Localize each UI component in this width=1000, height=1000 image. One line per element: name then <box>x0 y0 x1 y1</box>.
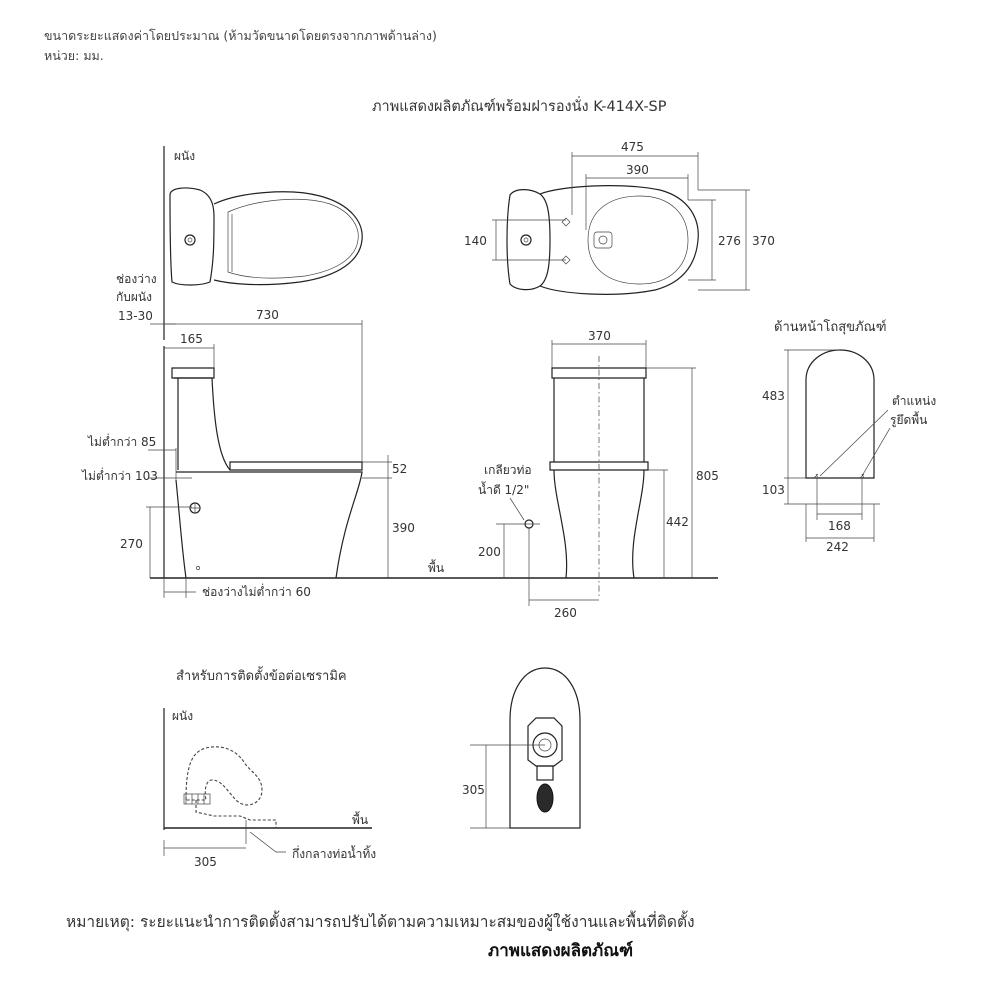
product-caption: ภาพแสดงผลิตภัณฑ์ <box>488 941 634 961</box>
wall-gap-value: 13-30 <box>118 309 153 323</box>
flush-button-icon <box>184 234 196 246</box>
dim-260: 260 <box>554 606 577 620</box>
floor-label: พื้น <box>428 559 444 575</box>
dim-276: 276 <box>718 234 741 248</box>
dim-370: 370 <box>752 234 775 248</box>
plan-bowl-inner <box>587 195 689 285</box>
dim-390: 390 <box>626 163 649 177</box>
dim-200: 200 <box>478 545 501 559</box>
plan-flush-button-icon <box>520 234 532 246</box>
dim-165: 165 <box>180 332 203 346</box>
header-line-unit: หน่วย: มม. <box>44 48 104 63</box>
installation-note: หมายเหตุ: ระยะแนะนำการติดตั้งสามารถปรับไ… <box>66 913 695 931</box>
dim-140: 140 <box>464 234 487 248</box>
bottom-outlet-plate <box>527 717 563 767</box>
dim-442: 442 <box>666 515 689 529</box>
ceramic-wall-label: ผนัง <box>172 709 193 723</box>
dim-305-bottom: 305 <box>462 783 485 797</box>
wall-gap-label-1: ช่องว่าง <box>116 272 157 286</box>
front-tank-lid <box>551 367 647 379</box>
neck <box>536 765 554 781</box>
plan-bowl-outer <box>539 185 699 295</box>
front-view: 370 เกลียวท่อ น้ำดี 1/2" 200 805 442 260 <box>478 329 719 620</box>
dim-103-base: 103 <box>762 483 785 497</box>
fix-label-1: ตำแหน่ง <box>892 394 936 408</box>
dim-730: 730 <box>256 308 279 322</box>
header-note: ขนาดระยะแสดงค่าโดยประมาณ (ห้ามวัดขนาดโดย… <box>44 26 437 66</box>
base-outline <box>805 349 875 479</box>
dim-305-ceramic: 305 <box>194 855 217 869</box>
bowl-back <box>175 479 187 579</box>
ceramic-connector <box>183 793 211 805</box>
dim-270: 270 <box>120 537 143 551</box>
thread-label-2: น้ำดี 1/2" <box>478 481 529 497</box>
tank-outline <box>169 187 215 286</box>
seat-lid-outline <box>227 198 359 279</box>
wall-label: ผนัง <box>174 149 195 163</box>
dim-483: 483 <box>762 389 785 403</box>
seat-lid <box>229 461 363 471</box>
base-view-title: ด้านหน้าโถสุขภัณฑ์ <box>774 319 886 335</box>
min-103-label: ไม่ต่ำกว่า 103 <box>81 467 158 483</box>
front-bowl <box>553 469 645 579</box>
dim-52: 52 <box>392 462 407 476</box>
plan-hinge-marks <box>561 217 571 265</box>
dim-805: 805 <box>696 469 719 483</box>
bottom-outline <box>509 667 581 829</box>
inlet-icon <box>189 502 201 514</box>
bottom-view: 305 <box>462 667 581 829</box>
plan-tank <box>506 189 551 291</box>
fix-label-2: รูยึดพื้น <box>890 411 927 428</box>
thread-label-1: เกลียวท่อ <box>484 463 532 477</box>
min-85-label: ไม่ต่ำกว่า 85 <box>87 433 156 449</box>
ceramic-floor-label: พื้น <box>352 811 368 827</box>
side-view: ช่องว่าง กับผนัง 13-30 730 165 ไม่ต่ำกว่… <box>81 272 718 599</box>
dim-370-front: 370 <box>588 329 611 343</box>
plan-outlet <box>593 231 613 249</box>
top-view-plan: 475 390 140 276 370 <box>464 140 775 295</box>
front-tank <box>553 378 645 462</box>
plan-outlet-hole <box>598 235 608 245</box>
plan-flush-button-center <box>523 237 529 243</box>
base-view: ด้านหน้าโถสุขภัณฑ์ 483 103 ตำแหน่ง รูยึด… <box>762 319 936 554</box>
dim-390-side: 390 <box>392 521 415 535</box>
dim-168: 168 <box>828 519 851 533</box>
top-view-side: ผนัง <box>163 146 363 340</box>
trap-dashed-outline <box>185 746 263 806</box>
bowl-outline <box>213 191 363 286</box>
tank-body <box>174 377 231 471</box>
fix-hole-left-icon <box>813 473 819 479</box>
wall-gap-label-2: กับผนัง <box>116 290 152 304</box>
drain-center-label: กึ่งกลางท่อน้ำทิ้ง <box>292 845 376 861</box>
bowl-front <box>176 471 363 579</box>
flush-button-center <box>187 237 193 243</box>
tank-lid <box>171 367 215 379</box>
drain-cup-icon <box>536 783 554 813</box>
diagram-title: ภาพแสดงผลิตภัณฑ์พร้อมฝารองนั่ง K-414X-SP <box>372 99 667 115</box>
gap-min60-label: ช่องว่างไม่ต่ำกว่า 60 <box>202 583 311 599</box>
header-line-approx: ขนาดระยะแสดงค่าโดยประมาณ (ห้ามวัดขนาดโดย… <box>44 28 437 43</box>
ceramic-connector-view: สำหรับการติดตั้งข้อต่อเซรามิค ผนัง พื้น … <box>163 666 376 869</box>
drain-point <box>196 566 200 570</box>
fix-hole-right-icon <box>859 473 865 479</box>
dim-475: 475 <box>621 140 644 154</box>
ceramic-title: สำหรับการติดตั้งข้อต่อเซรามิค <box>176 666 347 684</box>
dim-242: 242 <box>826 540 849 554</box>
